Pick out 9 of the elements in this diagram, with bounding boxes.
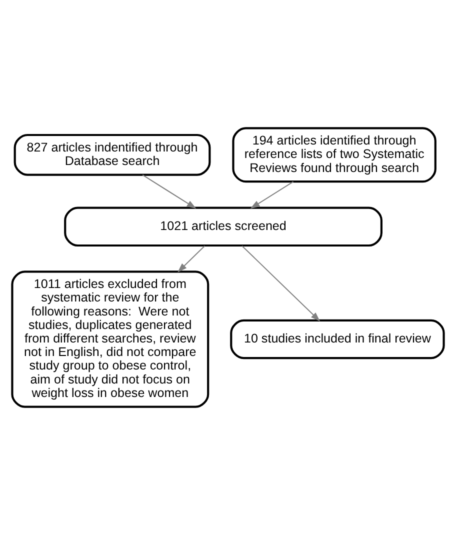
node-box: 1021 articles screened — [64, 206, 382, 246]
arrow — [178, 245, 205, 272]
node-box: 10 studies included in final review — [230, 318, 445, 359]
arrow — [250, 180, 294, 208]
node-box: 1011 articles excluded from systematic review for the following reasons: Were not studies, duplicates generated from different searches, review not in English, did not compare study group to obese control, aim of study did not focus on weight loss in obese women — [11, 270, 210, 408]
arrow — [242, 245, 320, 321]
arrow — [142, 174, 196, 208]
node-box: 827 articles indentified through Database search — [14, 133, 211, 176]
node-box: 194 articles identified through reference lists of two Systematic Reviews found through search — [232, 126, 436, 182]
